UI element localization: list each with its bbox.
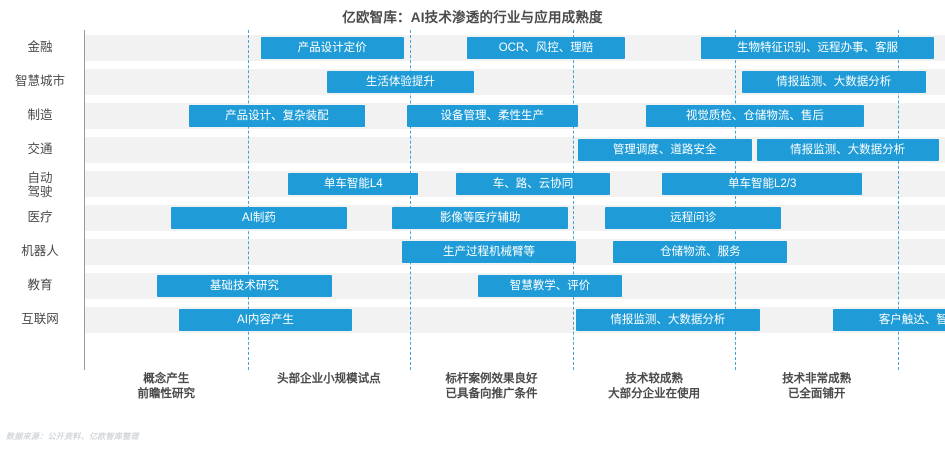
category-label-交通: 交通 — [27, 142, 53, 156]
category-label-医疗: 医疗 — [27, 210, 53, 224]
bar-segment[interactable]: 远程问诊 — [605, 207, 781, 229]
stage-label: 概念产生前瞻性研究 — [137, 373, 196, 400]
bar-segment[interactable]: OCR、风控、理赔 — [467, 37, 625, 59]
bar-segment[interactable]: 生物特征识别、远程办事、客服 — [701, 37, 934, 59]
bar-segment[interactable]: 情报监测、大数据分析 — [756, 139, 939, 161]
bar-segment[interactable]: 情报监测、大数据分析 — [741, 71, 926, 93]
bar-segment[interactable]: 产品设计、复杂装配 — [189, 105, 365, 127]
category-label-机器人: 机器人 — [21, 244, 59, 258]
bar-segment[interactable]: 基础技术研究 — [156, 275, 333, 297]
gridline — [410, 30, 412, 370]
bar-segment[interactable]: 产品设计定价 — [260, 37, 404, 59]
stage-label: 头部企业小规模试点 — [277, 373, 381, 385]
gridline — [735, 30, 737, 370]
bar-segment[interactable]: 车、路、云协同 — [455, 173, 611, 195]
bar-segment[interactable]: 情报监测、大数据分析 — [576, 309, 760, 331]
category-label-制造: 制造 — [27, 108, 53, 122]
bar-segment[interactable]: AI制药 — [171, 207, 347, 229]
bar-segment[interactable]: AI内容产生 — [179, 309, 352, 331]
bar-segment[interactable]: 单车智能L2/3 — [662, 173, 863, 195]
bar-segment[interactable]: 影像等医疗辅助 — [392, 207, 568, 229]
page-title: 亿欧智库：AI技术渗透的行业与应用成熟度 — [342, 10, 603, 25]
bar-segment[interactable]: 生活体验提升 — [327, 71, 474, 93]
category-label-自动驾驶: 自动驾驶 — [27, 171, 53, 199]
bar-segment[interactable]: 客户触达、智慧营销 — [832, 309, 945, 331]
category-label-智慧城市: 智慧城市 — [14, 74, 65, 88]
x-axis-stage-labels: 概念产生前瞻性研究 头部企业小规模试点 标杆案例效果良好已具备向推广条件 技术较成熟大… — [0, 372, 945, 414]
bar-segment[interactable]: 视觉质检、仓储物流、售后 — [645, 105, 864, 127]
stage-label: 技术较成熟大部分企业在使用 — [608, 373, 701, 400]
bar-segment[interactable]: 生产过程机械臂等 — [402, 241, 577, 263]
gridline — [572, 30, 574, 370]
category-label-金融: 金融 — [27, 40, 53, 54]
chart-plot-area: 金融智慧城市制造交通自动驾驶医疗机器人教育互联网 产品设计定价 OCR、风控、理赔… — [0, 30, 945, 370]
bar-segment[interactable]: 管理调度、道路安全 — [577, 139, 752, 161]
bar-segment[interactable]: 仓储物流、服务 — [613, 241, 788, 263]
gridline — [898, 30, 899, 370]
stage-label: 标杆案例效果良好已具备向推广条件 — [445, 373, 538, 400]
bar-segment[interactable]: 单车智能L4 — [288, 173, 419, 195]
gridline — [247, 30, 249, 370]
category-label-教育: 教育 — [27, 278, 53, 292]
bar-segment[interactable]: 设备管理、柔性生产 — [406, 105, 578, 127]
stage-label: 技术非常成熟已全面铺开 — [782, 373, 852, 400]
source-note: 数据来源：公开资料、亿欧智库整理 — [6, 432, 139, 441]
y-axis-line — [84, 30, 85, 370]
category-label-互联网: 互联网 — [21, 312, 59, 326]
bar-segment[interactable]: 智慧教学、评价 — [478, 275, 622, 297]
